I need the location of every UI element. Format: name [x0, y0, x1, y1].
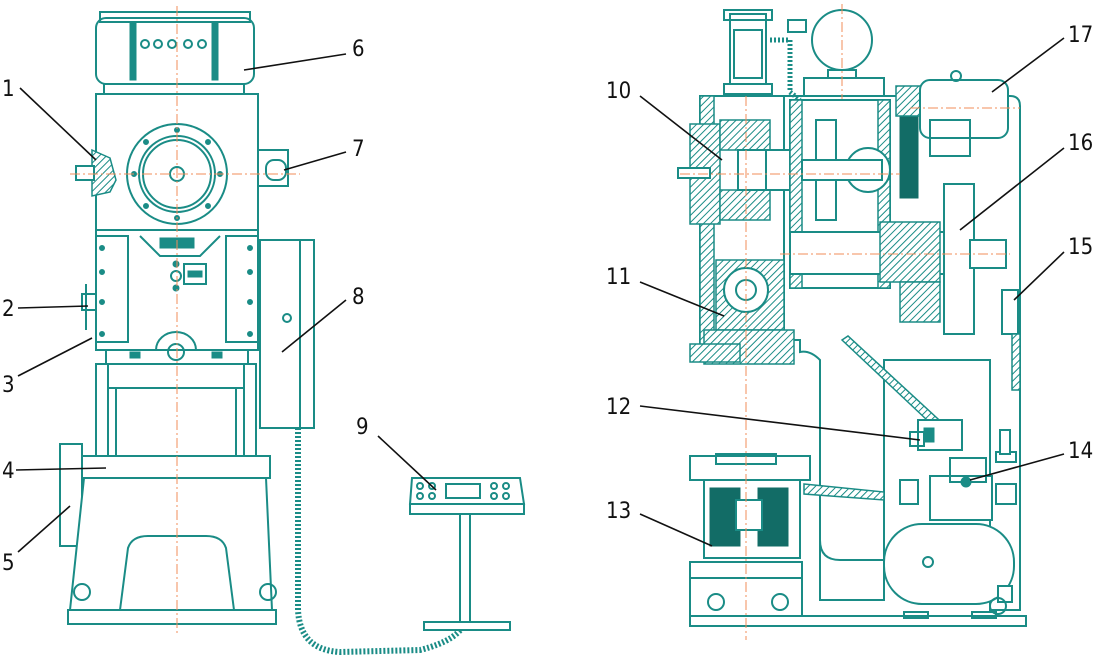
callout-7: 7: [352, 137, 365, 162]
callout-5: 5: [2, 551, 15, 576]
callout-10: 10: [606, 79, 631, 104]
main-motor: [910, 70, 1020, 157]
electrical-cabinet: [259, 239, 315, 429]
callout-3: 3: [2, 373, 15, 398]
callout-8: 8: [352, 285, 365, 310]
callout-6: 6: [352, 37, 365, 62]
callouts: 1 2 3 4 5 6 7 8 9 10 11 12 13 14 15 16 1: [2, 23, 1093, 576]
front-view: [59, 6, 526, 656]
callout-13: 13: [606, 499, 631, 524]
bolster: [79, 455, 271, 479]
top-motor: [95, 11, 255, 95]
callout-2: 2: [2, 297, 15, 322]
die-table: [689, 453, 885, 619]
callout-17: 17: [1068, 23, 1093, 48]
control-pedestal: [408, 477, 526, 631]
clutch-assembly: [677, 95, 803, 365]
callout-15: 15: [1068, 235, 1093, 260]
side-view: [677, 4, 1027, 640]
air-receiver: [883, 523, 1015, 615]
air-cylinder: [729, 13, 767, 89]
callout-16: 16: [1068, 131, 1093, 156]
valve-12: [917, 419, 963, 451]
callout-4: 4: [2, 459, 15, 484]
callout-12: 12: [606, 395, 631, 420]
callout-9: 9: [356, 415, 369, 440]
callout-1: 1: [2, 77, 15, 102]
callout-11: 11: [606, 265, 631, 290]
base: [68, 477, 274, 611]
clutch-left: [75, 148, 117, 197]
callout-14: 14: [1068, 439, 1093, 464]
